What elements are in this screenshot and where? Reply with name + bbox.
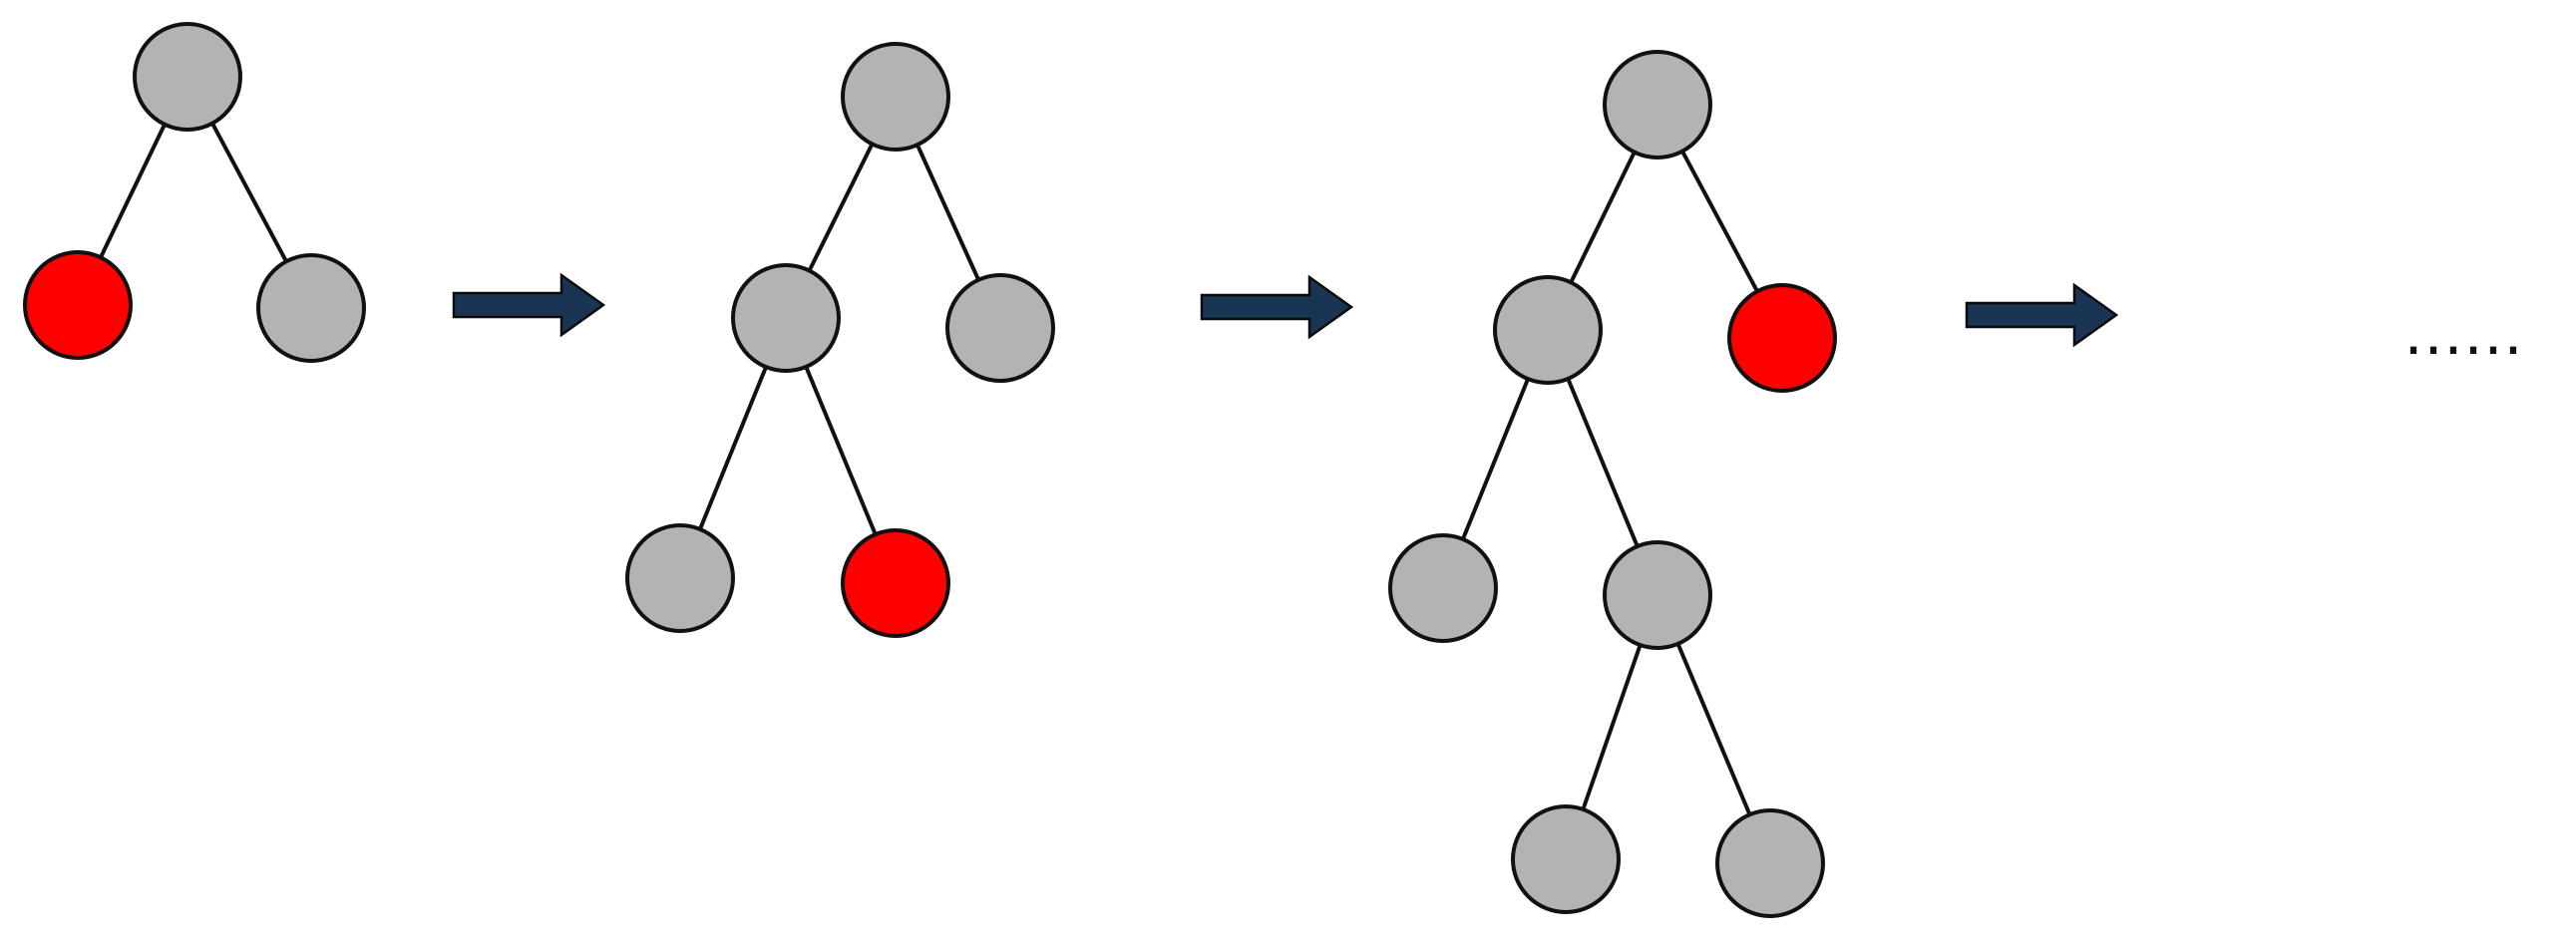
tree-stage-3	[1388, 50, 1837, 918]
continuation-ellipsis: ……	[2403, 299, 2523, 369]
node-root	[1603, 50, 1712, 159]
node-root	[133, 22, 242, 132]
node-left	[1493, 275, 1603, 385]
node-root	[841, 42, 950, 152]
tree-stage-1	[23, 22, 366, 363]
arrow-right-icon	[1200, 274, 1354, 340]
transition-arrows	[452, 272, 2119, 348]
node-right-highlighted	[1727, 283, 1837, 393]
node-right	[256, 253, 366, 363]
node-left-left	[625, 523, 735, 633]
tree-stage-2	[625, 42, 1055, 638]
arrow-right-icon	[452, 272, 606, 338]
node-left-right-highlighted	[841, 528, 950, 638]
node-right	[945, 273, 1055, 383]
node-left-right-right	[1715, 808, 1825, 918]
node-left-highlighted	[23, 250, 133, 360]
node-left	[731, 263, 841, 373]
node-left-left	[1388, 533, 1498, 643]
node-left-right-left	[1511, 804, 1621, 914]
node-left-right	[1603, 540, 1712, 650]
arrow-right-icon	[1965, 282, 2119, 348]
